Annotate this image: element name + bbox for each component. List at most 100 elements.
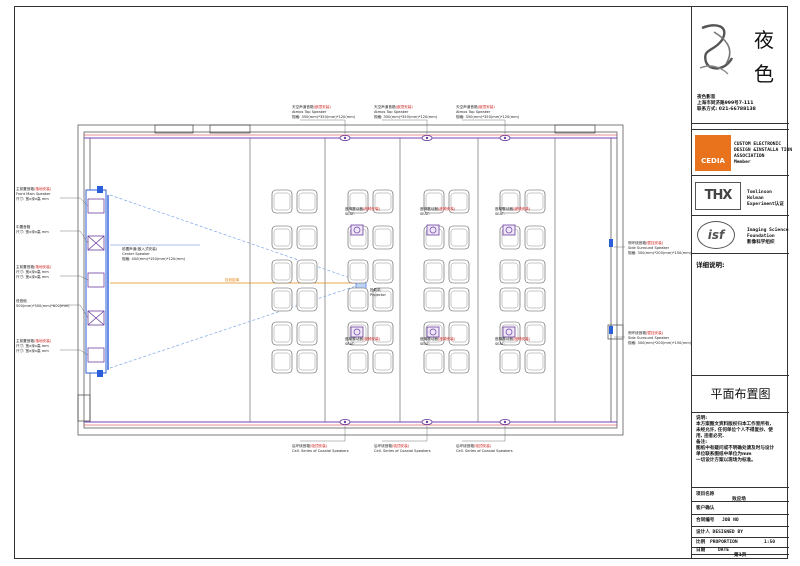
thx-line-2: Holman	[747, 196, 764, 201]
project-label: 项目名称	[696, 492, 715, 497]
svg-text:Atmos Top Speaker: Atmos Top Speaker	[456, 110, 491, 114]
seat[interactable]	[347, 349, 369, 374]
page-label: 第1页	[734, 553, 747, 558]
isf-line-2: Foundation	[747, 234, 775, 239]
svg-text:Center Speaker: Center Speaker	[122, 252, 150, 256]
seat-shaker-icon[interactable]	[502, 224, 516, 236]
seat[interactable]	[372, 189, 394, 214]
seat[interactable]	[271, 259, 293, 284]
contract-row: 合同编号 JOB NO	[692, 515, 789, 527]
seat[interactable]	[524, 259, 546, 284]
svg-text:主前置音箱(落地安装): 主前置音箱(落地安装)	[16, 186, 52, 191]
seat[interactable]	[347, 189, 369, 214]
contract-value: JOB NO	[722, 518, 739, 523]
seat[interactable]	[524, 189, 546, 214]
ceiling-speaker-icon[interactable]	[339, 134, 351, 142]
notes-block: 说明: 本方案图文资料版权归本工作室所有, 未经允许, 任何单位个人不得复抄、使…	[692, 413, 789, 488]
svg-text:天空声道音箱(嵌顶安装): 天空声道音箱(嵌顶安装)	[456, 104, 495, 109]
svg-text:500(mm)*500(mm)*600(mm): 500(mm)*500(mm)*600(mm)	[16, 304, 70, 308]
svg-text:规格: 350(mm)*350(mm)*120(mm): 规格: 350(mm)*350(mm)*120(mm)	[456, 114, 520, 119]
seat[interactable]	[372, 287, 394, 312]
svg-text:Atmos Top Speaker: Atmos Top Speaker	[292, 110, 327, 114]
seat[interactable]	[347, 287, 369, 312]
seat[interactable]	[423, 259, 445, 284]
cedia-line-3: ASSOCIATION	[734, 154, 765, 159]
seat[interactable]	[372, 321, 394, 346]
seat[interactable]	[296, 259, 318, 284]
svg-text:后环绕音箱(吸顶安装): 后环绕音箱(吸顶安装)	[292, 443, 328, 448]
seat[interactable]	[372, 259, 394, 284]
seat[interactable]	[524, 349, 546, 374]
seat-shaker-icon[interactable]	[426, 326, 440, 338]
side-speaker-icon[interactable]	[609, 239, 613, 247]
seat[interactable]	[448, 259, 470, 284]
ceiling-speaker-icon[interactable]	[421, 418, 433, 426]
seat[interactable]	[296, 225, 318, 250]
seat[interactable]	[271, 321, 293, 346]
seat-shaker-icon[interactable]	[426, 224, 440, 236]
seat[interactable]	[423, 189, 445, 214]
company-name: 夜色影音	[697, 95, 716, 100]
project-row: 项目名称 效应场	[692, 488, 789, 502]
seating-layout	[271, 189, 546, 374]
ceiling-speaker-icon[interactable]	[499, 134, 511, 142]
front-speakers[interactable]	[87, 198, 105, 363]
seat[interactable]	[524, 225, 546, 250]
svg-text:尺寸: 宽x深x高 mm: 尺寸: 宽x深x高 mm	[16, 274, 49, 279]
seat[interactable]	[448, 225, 470, 250]
seat[interactable]	[372, 225, 394, 250]
seat[interactable]	[524, 321, 546, 346]
ceiling-speaker-icon[interactable]	[421, 134, 433, 142]
isf-logo: isf	[697, 221, 735, 249]
svg-text:后环绕音箱(吸顶安装): 后环绕音箱(吸顶安装)	[456, 443, 492, 448]
cedia-line-1: CUSTOM ELECTRONIC	[734, 142, 782, 147]
seat[interactable]	[296, 189, 318, 214]
seat-shaker-icon[interactable]	[350, 326, 364, 338]
svg-text:尺寸: 宽x深x高 mm: 尺寸: 宽x深x高 mm	[16, 269, 49, 274]
seat[interactable]	[271, 225, 293, 250]
seat[interactable]	[524, 287, 546, 312]
seat[interactable]	[296, 287, 318, 312]
seat[interactable]	[296, 321, 318, 346]
seat[interactable]	[271, 349, 293, 374]
seat[interactable]	[423, 287, 445, 312]
svg-text:低音炮: 低音炮	[16, 298, 27, 303]
svg-text:尺寸: 宽x深x高 mm: 尺寸: 宽x深x高 mm	[16, 343, 49, 348]
seat[interactable]	[448, 349, 470, 374]
notes-label: 说明:	[696, 416, 708, 421]
side-speaker-icon[interactable]	[609, 326, 613, 334]
company-address: 上海市同济路999号7-111	[697, 101, 754, 106]
drawing-title-block: 平面布置图	[692, 376, 789, 413]
ceiling-speaker-icon[interactable]	[499, 418, 511, 426]
svg-text:SEAT:: SEAT:	[495, 212, 505, 216]
svg-text:主前置音箱(落地安装): 主前置音箱(落地安装)	[16, 338, 52, 343]
ceiling-speaker-icon[interactable]	[339, 418, 351, 426]
cedia-line-2: DESIGN &INSTALLA TION	[734, 148, 793, 153]
seat[interactable]	[423, 349, 445, 374]
seat[interactable]	[372, 349, 394, 374]
seat[interactable]	[448, 287, 470, 312]
seat-shaker-icon[interactable]	[502, 326, 516, 338]
svg-text:尺寸: 宽x深x高 mm: 尺寸: 宽x深x高 mm	[16, 196, 49, 201]
seat[interactable]	[448, 321, 470, 346]
svg-text:座椅震动器(座椅安装): 座椅震动器(座椅安装)	[420, 336, 456, 341]
svg-text:Side Surround Speaker: Side Surround Speaker	[628, 246, 670, 250]
seat[interactable]	[271, 287, 293, 312]
seat[interactable]	[499, 349, 521, 374]
svg-text:座椅震动器(座椅安装): 座椅震动器(座椅安装)	[495, 336, 531, 341]
seat[interactable]	[347, 259, 369, 284]
seat[interactable]	[448, 189, 470, 214]
scale-en: PROPORTION	[710, 540, 738, 545]
seat[interactable]	[499, 259, 521, 284]
seat[interactable]	[296, 349, 318, 374]
seat[interactable]	[499, 287, 521, 312]
seat[interactable]	[271, 189, 293, 214]
seat-shaker-icon[interactable]	[350, 224, 364, 236]
thx-line-1: Tomlinson	[747, 190, 772, 195]
details-label: 详细说明:	[696, 261, 725, 269]
seat[interactable]	[499, 189, 521, 214]
drawing-title: 平面布置图	[710, 387, 771, 401]
designer-row: 设计人 DESIGNED BY	[692, 527, 789, 538]
brand-logo-icon	[699, 24, 734, 75]
